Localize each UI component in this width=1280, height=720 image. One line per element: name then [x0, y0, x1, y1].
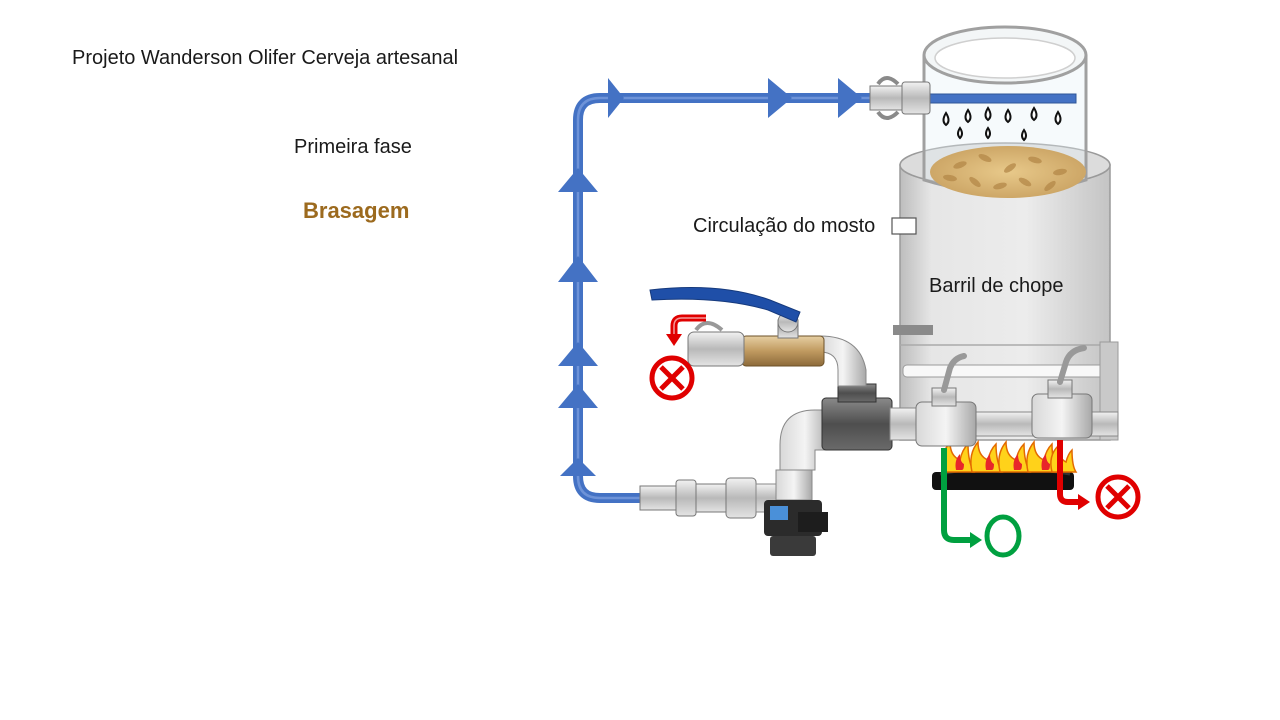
- closed-flow-arrow-icon: [1057, 440, 1080, 505]
- spray-pipe: [929, 93, 1077, 104]
- x-circle-icon: [649, 355, 695, 401]
- open-flow-arrow-icon: [941, 448, 972, 543]
- mash-cylinder: [922, 25, 1088, 198]
- iron-tee-fitting: [821, 383, 921, 451]
- phase-label: Primeira fase: [294, 136, 412, 158]
- drain-ball-valve: [649, 287, 825, 367]
- stage-label: Brasagem: [303, 198, 410, 223]
- x-circle-icon: [1095, 474, 1141, 520]
- barrel-label: Barril de chope: [929, 275, 1064, 297]
- valve-handle[interactable]: [649, 287, 801, 323]
- pump-icon: [764, 469, 828, 556]
- outlet-valve-left: [915, 353, 977, 447]
- circulation-label: Circulação do mosto: [693, 215, 876, 237]
- circle-icon: [984, 514, 1022, 558]
- upper-elbow: [819, 335, 867, 387]
- project-title: Projeto Wanderson Olifer Cerveja artesan…: [72, 47, 459, 69]
- droplets-icon: [942, 106, 1062, 142]
- top-camlock-coupling: [869, 76, 931, 120]
- flow-arrow-icon: [558, 78, 862, 476]
- gas-burner: [932, 439, 1078, 490]
- valve-handle[interactable]: [941, 353, 967, 393]
- valve-handle[interactable]: [1057, 345, 1087, 385]
- circulation-pipe: [558, 78, 1077, 503]
- outlet-valve-right: [1031, 345, 1093, 439]
